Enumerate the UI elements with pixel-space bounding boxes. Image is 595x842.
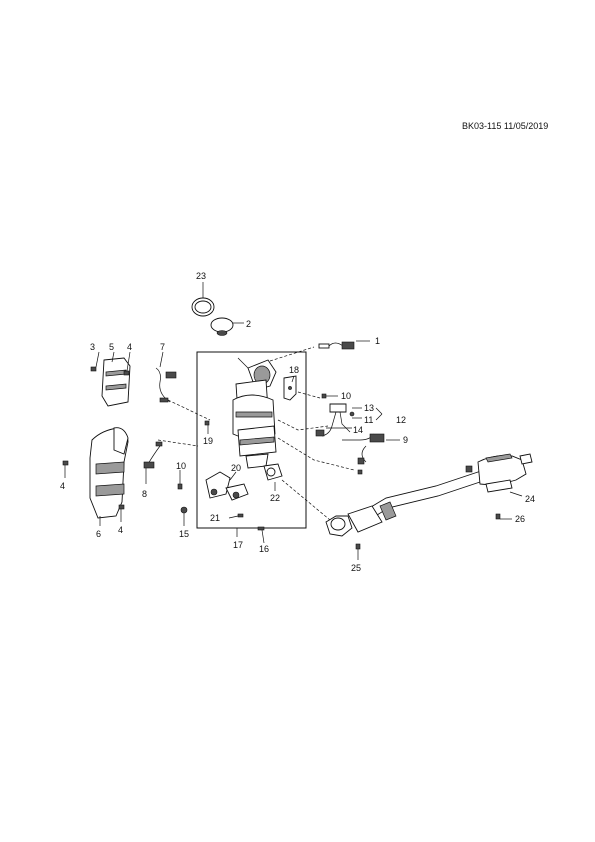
callout-6: 6 [96,529,101,539]
callout-labels: 23 2 1 3 5 4 7 18 10 13 11 12 14 9 19 20… [60,271,535,573]
callout-1: 1 [375,336,380,346]
callout-3: 3 [90,342,95,352]
connection-12 [277,419,329,431]
bolt-16-part [257,526,265,531]
callout-17: 17 [233,540,243,550]
callout-10-upper: 10 [341,391,351,401]
gasket-ring-part [191,282,215,317]
connection-9 [277,437,355,471]
exhaust-pipe-part [325,453,533,550]
leader-lines [64,351,523,560]
bolt-19-part [204,420,210,426]
callout-4-bottom: 4 [118,525,123,535]
callout-10-lower: 10 [176,461,186,471]
connection-8 [157,439,199,447]
callout-21: 21 [210,513,220,523]
exhaust-manifold-part [62,427,129,519]
callout-24: 24 [525,494,535,504]
bracket-part [283,375,297,401]
converter-group-frame [196,351,307,529]
connection-7 [167,399,211,421]
callout-20: 20 [231,463,241,473]
connection-1 [269,346,315,362]
callout-16: 16 [259,544,269,554]
oxygen-sensor-7-part [155,367,177,403]
callout-22: 22 [270,493,280,503]
callout-25: 25 [351,563,361,573]
callout-26: 26 [515,514,525,524]
oxygen-sensor-8-part [143,441,163,469]
callout-11: 11 [364,415,373,425]
callout-4-left: 4 [60,481,65,491]
nut-15-part [180,506,188,514]
lower-bracket-part [205,471,249,518]
flange-gasket-part [263,463,283,481]
oxygen-sensor-1-part [318,340,370,350]
heat-shield-part [90,357,131,407]
sensor-harness-part [315,403,355,437]
document-reference: BK03-115 11/05/2019 [462,121,549,131]
callout-8: 8 [142,489,147,499]
callout-18: 18 [289,365,299,375]
connection-pipe [281,479,331,521]
callout-9: 9 [403,435,408,445]
connection-10 [297,391,321,399]
callout-15: 15 [179,529,189,539]
callout-13: 13 [364,403,374,413]
callout-4-top: 4 [127,342,132,352]
callout-12: 12 [396,415,406,425]
callout-23: 23 [196,271,206,281]
callout-14: 14 [353,425,363,435]
nut-10-upper-part [321,393,327,399]
callout-7: 7 [160,342,165,352]
catalytic-converter-part [232,357,277,469]
clamp-part [210,317,244,336]
callout-5: 5 [109,342,114,352]
bolt-10-lower-part [177,483,183,490]
callout-19: 19 [203,436,213,446]
oxygen-sensor-9-part [342,433,385,475]
callout-2: 2 [246,319,251,329]
